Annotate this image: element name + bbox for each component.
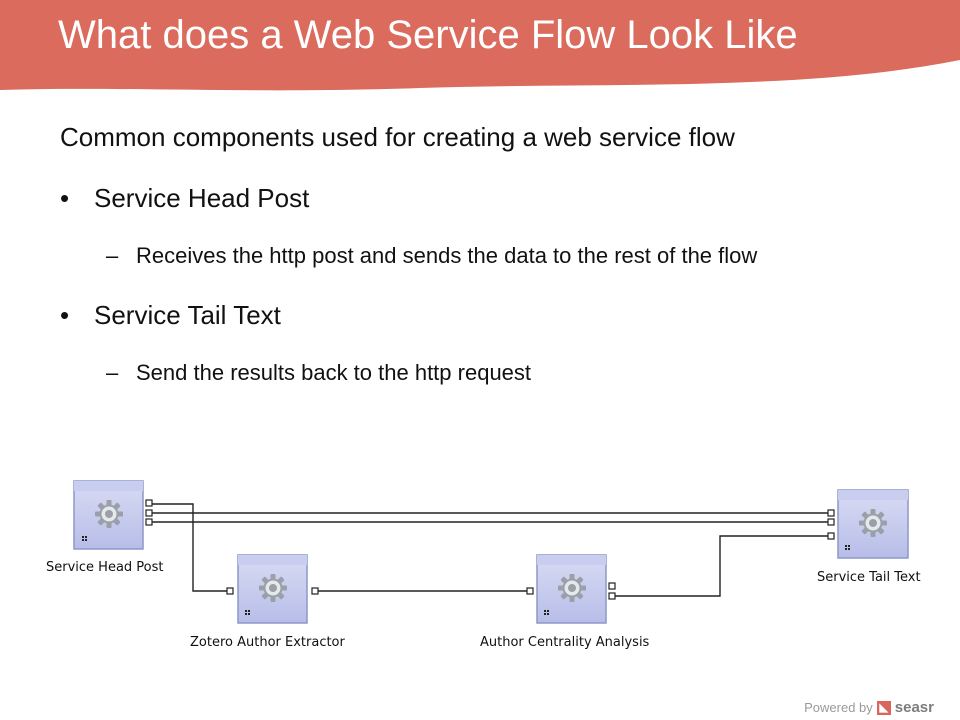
- connection-head-to-extractor: [152, 503, 230, 592]
- gear-icon: [95, 500, 123, 528]
- input-port: [226, 587, 234, 595]
- node-label: Zotero Author Extractor: [190, 635, 346, 650]
- node-service-tail-text[interactable]: Service Tail Text: [817, 489, 921, 585]
- bullet-marker: •: [60, 183, 70, 213]
- gear-icon: [259, 574, 287, 602]
- output-port: [311, 587, 319, 595]
- input-port: [827, 518, 835, 526]
- input-port: [827, 532, 835, 540]
- powered-by-text: Powered by: [804, 700, 873, 715]
- title-band-shape: [0, 0, 960, 91]
- bullet-service-tail-text: Service Tail Text: [94, 300, 281, 330]
- node-label: Service Head Post: [46, 560, 164, 575]
- brand-name: seasr: [894, 699, 934, 716]
- input-port: [526, 587, 534, 595]
- sub-bullet-marker: –: [106, 360, 119, 385]
- seasr-logo-icon: ◣: [876, 700, 891, 715]
- node-label: Service Tail Text: [817, 570, 921, 585]
- bullet-marker: •: [60, 300, 70, 330]
- bullet-service-head-post-detail: Receives the http post and sends the dat…: [136, 243, 758, 268]
- gear-icon: [558, 574, 586, 602]
- bullet-service-head-post: Service Head Post: [94, 183, 310, 213]
- input-port: [827, 509, 835, 517]
- sub-bullet-marker: –: [106, 243, 119, 268]
- intro-text: Common components used for creating a we…: [60, 122, 735, 152]
- bullet-service-tail-text-detail: Send the results back to the http reques…: [136, 360, 532, 385]
- output-port: [608, 592, 616, 600]
- title-band: What does a Web Service Flow Look Like: [0, 0, 960, 100]
- output-port: [145, 509, 153, 517]
- powered-by-footer: Powered by ◣ seasr: [804, 699, 934, 716]
- node-label: Author Centrality Analysis: [480, 635, 650, 650]
- gear-icon: [859, 509, 887, 537]
- flow-connections: [152, 503, 828, 597]
- output-port: [145, 518, 153, 526]
- output-port: [145, 499, 153, 507]
- node-service-head-post[interactable]: Service Head Post: [46, 480, 164, 575]
- slide-title: What does a Web Service Flow Look Like: [58, 13, 798, 57]
- node-author-centrality-analysis[interactable]: Author Centrality Analysis: [480, 554, 650, 650]
- node-zotero-author-extractor[interactable]: Zotero Author Extractor: [190, 554, 346, 650]
- connection-analysis-to-tail: [614, 535, 828, 597]
- output-port: [608, 582, 616, 590]
